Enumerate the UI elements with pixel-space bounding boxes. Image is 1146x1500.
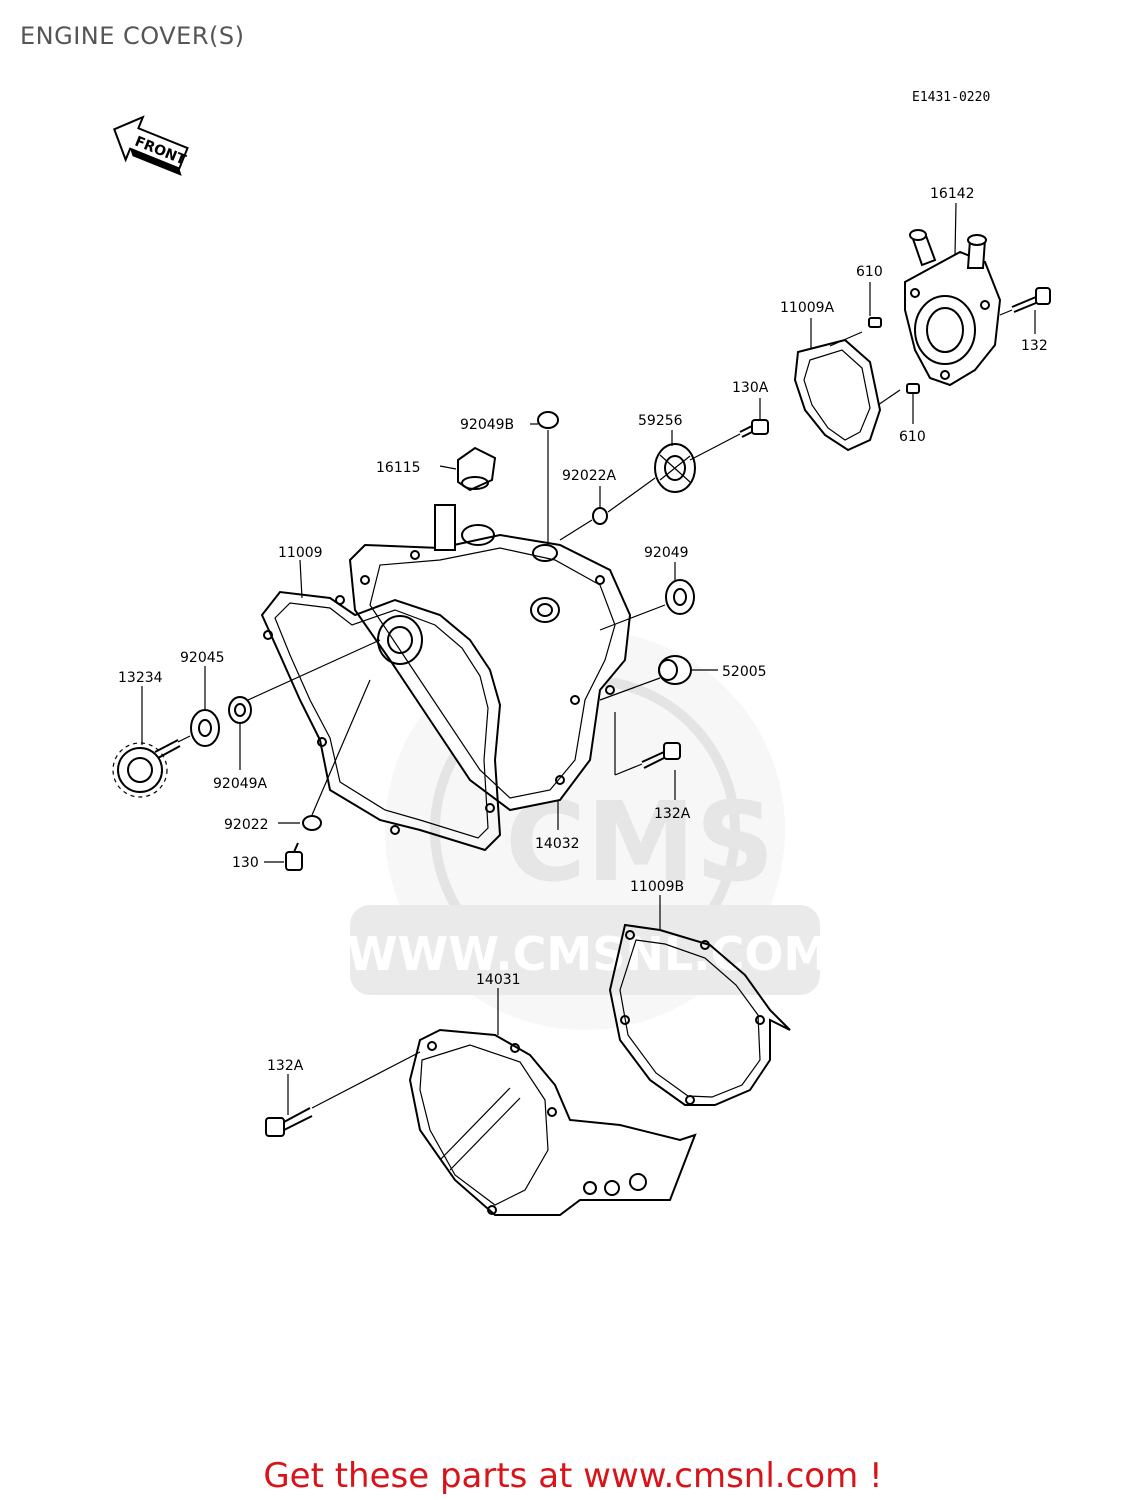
bolt-132a-bottom: [265, 1107, 313, 1137]
label-13234: 13234: [118, 670, 163, 686]
label-610-top: 610: [856, 264, 883, 280]
label-92049: 92049: [644, 545, 689, 561]
label-16115: 16115: [376, 460, 421, 476]
page-title: ENGINE COVER(S): [20, 22, 245, 50]
gear-13234: [112, 739, 181, 798]
label-132: 132: [1021, 338, 1048, 354]
label-92049a: 92049A: [213, 776, 268, 792]
label-92022: 92022: [224, 817, 269, 833]
label-92022a: 92022A: [562, 468, 617, 484]
label-610-bottom: 610: [899, 429, 926, 445]
clutch-cover-14032: [348, 504, 632, 812]
part-labels: 16142 610 11009A 132 130A 610 92049B 592…: [118, 186, 1048, 1074]
gasket-11009b: [608, 923, 791, 1106]
seal-92049a: [228, 696, 252, 724]
cap-52005: [658, 655, 692, 685]
diagram-code: E1431-0220: [912, 90, 991, 105]
watermark-url: WWW.CMSNL.COM: [347, 927, 830, 981]
water-pump-cover: [904, 229, 1002, 387]
label-11009a: 11009A: [780, 300, 835, 316]
washer-92022a: [592, 507, 608, 525]
gasket-11009: [260, 590, 502, 852]
impeller-59256: [654, 443, 696, 493]
label-130: 130: [232, 855, 259, 871]
label-16142: 16142: [930, 186, 975, 202]
bolt-130a: [739, 419, 769, 438]
pin-610-top: [868, 317, 882, 328]
label-11009b: 11009B: [630, 879, 684, 895]
front-arrow-icon: FRONT: [112, 115, 189, 176]
label-11009: 11009: [278, 545, 323, 561]
gasket-11009a: [793, 338, 882, 452]
label-14032: 14032: [535, 836, 580, 852]
footer-link[interactable]: Get these parts at www.cmsnl.com !: [263, 1456, 883, 1496]
label-52005: 52005: [722, 664, 767, 680]
bolt-132: [1011, 287, 1051, 313]
label-132a-top: 132A: [654, 806, 691, 822]
magneto-cover-14031: [408, 1028, 697, 1216]
bearing-92045: [190, 709, 220, 747]
bolt-132a-middle: [641, 742, 681, 769]
label-14031: 14031: [476, 972, 521, 988]
label-59256: 59256: [638, 413, 683, 429]
pin-610-bottom: [906, 383, 920, 394]
label-130a: 130A: [732, 380, 769, 396]
seal-92049b: [537, 411, 559, 429]
bolt-130: [285, 842, 303, 871]
leader-lines: [141, 202, 1036, 1115]
footer-promo: Get these parts at www.cmsnl.com !: [0, 1456, 1146, 1496]
label-92049b: 92049B: [460, 417, 514, 433]
filler-cap-16115: [457, 446, 497, 492]
seal-92049: [665, 579, 695, 615]
label-132a-bottom: 132A: [267, 1058, 304, 1074]
label-92045: 92045: [180, 650, 225, 666]
washer-92022: [302, 815, 322, 831]
